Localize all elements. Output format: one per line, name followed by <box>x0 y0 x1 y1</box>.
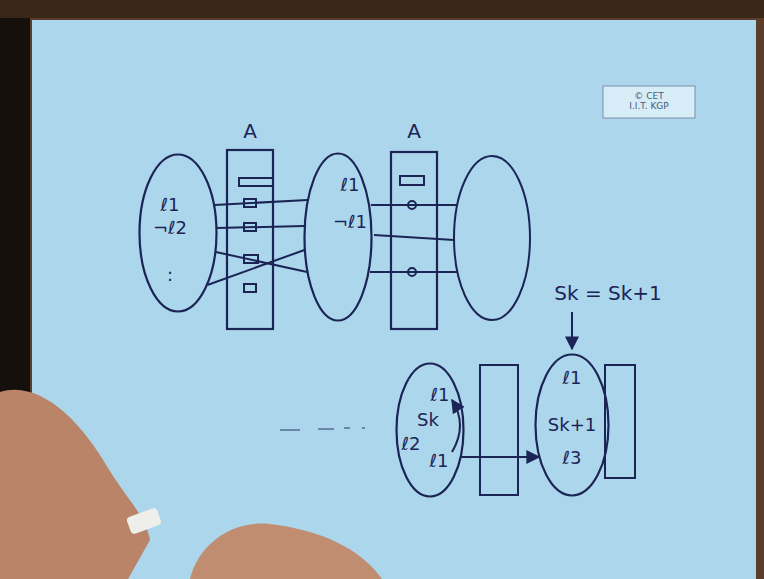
stamp-text: © CET I.I.T. KGP <box>626 92 672 112</box>
wire-connector <box>217 226 304 228</box>
literal-label: Sk <box>417 410 439 430</box>
wires <box>280 156 635 495</box>
literal-label: ¬ℓ1 <box>333 212 367 232</box>
literal-label: ℓ1 <box>563 368 582 388</box>
literal-label: ℓ2 <box>402 434 421 454</box>
block-heading: A <box>407 120 421 142</box>
wire <box>374 235 454 240</box>
literal-label: ℓ1 <box>341 175 360 195</box>
set-ellipse: ℓ1Skℓ2ℓ1 <box>395 362 465 498</box>
set-ellipse: ℓ1 ¬ℓ2: <box>138 153 218 313</box>
ellipse-outline <box>536 355 609 496</box>
literal-label: Sk+1 <box>548 415 596 435</box>
hand <box>0 390 150 579</box>
node-outline <box>226 118 274 330</box>
dash <box>280 429 300 431</box>
set-ellipse: ℓ1Sk+1 ℓ3 <box>534 353 610 497</box>
box-outline <box>391 152 437 329</box>
node-outline <box>390 118 438 330</box>
gate-mark <box>244 284 256 292</box>
wire-connector <box>207 250 304 285</box>
hand <box>190 524 382 579</box>
dash <box>344 427 350 429</box>
block-box: A <box>226 118 274 330</box>
set-ellipse: ℓ1 ¬ℓ1 <box>303 152 373 322</box>
ellipse-outline <box>140 155 217 312</box>
block-box: A <box>390 118 438 330</box>
dash <box>318 428 334 430</box>
ellipse-outline <box>305 154 372 321</box>
literal-label: ℓ3 <box>563 448 582 468</box>
dash <box>362 427 365 429</box>
wire <box>371 204 457 206</box>
node-outline <box>303 152 373 322</box>
wire <box>370 271 457 273</box>
stamp-box <box>603 86 695 118</box>
wire-connector <box>214 200 307 205</box>
equation-note: Sk = Sk+1 <box>554 282 662 304</box>
node-outline <box>395 362 465 498</box>
literal-label: ℓ1 <box>161 195 180 215</box>
literal-label: : <box>167 265 173 285</box>
wire-connector <box>461 456 539 458</box>
pointer-arrow <box>571 312 573 349</box>
loop-arrow <box>452 400 460 452</box>
frame-edge <box>0 0 764 18</box>
chalk <box>126 507 162 535</box>
literal-label: ℓ1 <box>430 451 449 471</box>
box-outline <box>227 150 273 329</box>
block-rect <box>480 365 518 495</box>
gate-marks <box>239 176 424 292</box>
literal-label: ¬ℓ2 <box>153 218 187 238</box>
ellipse-outline <box>397 364 464 497</box>
gate-mark <box>239 178 273 186</box>
set-ellipse <box>454 156 530 320</box>
literal-label: ℓ1 <box>431 385 450 405</box>
paper <box>32 20 756 579</box>
block-heading: A <box>243 120 257 142</box>
gate-mark <box>400 176 424 185</box>
